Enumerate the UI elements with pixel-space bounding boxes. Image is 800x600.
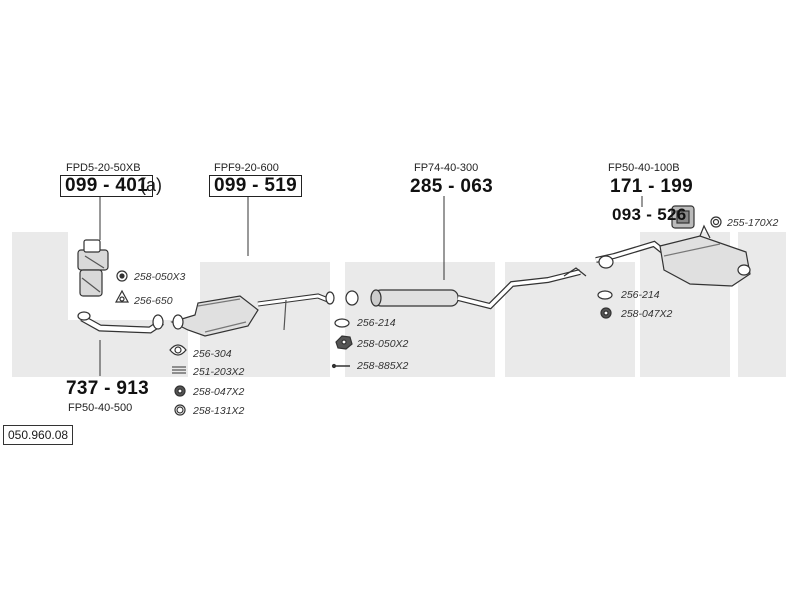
part-number-label: 737 - 913	[66, 378, 149, 399]
part-code-label: FPD5-20-50XB	[66, 162, 141, 174]
part-code-label: FPF9-20-600	[214, 162, 279, 174]
small-part-label: 258-131X2	[193, 405, 245, 417]
part-number-suffix: (a)	[140, 175, 162, 195]
small-part-symbols	[114, 216, 722, 416]
small-part-label: 255-170X2	[727, 217, 779, 229]
rear-silencer-part	[595, 224, 751, 287]
small-part-label: 256-214	[621, 289, 660, 301]
small-part-label: 256-214	[357, 317, 396, 329]
centre-silencer-part	[345, 267, 587, 310]
small-part-label: 258-050X2	[357, 338, 409, 350]
small-part-label: 256-304	[193, 348, 232, 360]
part-code-label: FP74-40-300	[414, 162, 479, 174]
diagram-reference-number: 050.960.08	[3, 425, 74, 445]
part-number-label: 285 - 063	[410, 176, 493, 197]
mounting-bracket-part	[671, 205, 695, 229]
catalyst-part	[170, 291, 335, 337]
small-part-label: 258-047X2	[621, 308, 673, 320]
small-part-label: 256-650	[134, 295, 173, 307]
leader-lines	[99, 196, 643, 376]
part-code-label: FP50-40-500	[68, 402, 133, 414]
small-part-label: 258-885X2	[357, 360, 409, 372]
part-number-label: 099 - 401	[60, 175, 153, 197]
watermark-logo	[12, 232, 786, 377]
front-pipe-part	[77, 311, 164, 334]
small-part-label: 258-047X2	[193, 386, 245, 398]
part-number-label: 093 - 526	[612, 205, 687, 224]
small-part-label: 251-203X2	[193, 366, 245, 378]
part-number-label: 171 - 199	[610, 176, 693, 197]
part-number-label: 099 - 519	[209, 175, 302, 197]
part-code-label: FP50-40-100B	[608, 162, 680, 174]
front-catalyst-part	[77, 239, 109, 297]
small-part-label: 258-050X3	[134, 271, 186, 283]
